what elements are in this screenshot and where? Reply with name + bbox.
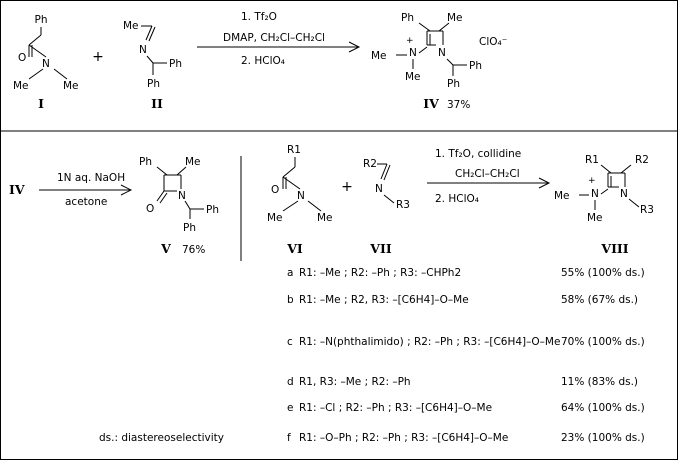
compound-viii-n: N: [620, 188, 628, 200]
compound-v-o: O: [146, 203, 154, 215]
reaction3-step-1: 1. Tf₂O, collidine: [435, 148, 521, 160]
compound-ii-n: N: [139, 44, 147, 56]
entry-letter: d: [287, 376, 294, 388]
compound-vii-r3: R3: [396, 199, 410, 211]
compound-vii: R2 N R3 VII: [363, 158, 410, 256]
entry-desc: R1: –Me ; R2, R3: –[C6H4]–O–Me: [299, 294, 469, 306]
compound-iv-me: Me: [447, 12, 463, 24]
entry-letter: c: [287, 336, 293, 348]
compound-viii: R1 R2 N + N Me Me R3 VIII: [554, 154, 654, 256]
entry-yield: 64% (100% ds.): [561, 402, 645, 414]
compound-vi: R1 O N Me Me VI: [267, 144, 333, 256]
entry-desc: R1, R3: –Me ; R2: –Ph: [299, 376, 411, 388]
compound-ii-me: Me: [123, 20, 139, 32]
entry-c: c R1: –N(phthalimido) ; R2: –Ph ; R3: –[…: [287, 336, 645, 348]
compound-viii-me-left: Me: [554, 190, 570, 202]
entry-b: b R1: –Me ; R2, R3: –[C6H4]–O–Me 58% (67…: [287, 294, 638, 306]
entry-letter: e: [287, 402, 293, 414]
compound-label-vii: VII: [369, 241, 392, 256]
compound-vi-o: O: [271, 184, 279, 196]
compound-viii-r3: R3: [640, 204, 654, 216]
entry-desc: R1: –N(phthalimido) ; R2: –Ph ; R3: –[C6…: [299, 336, 560, 348]
compound-iv-ph-down: Ph: [447, 78, 460, 90]
compound-label-vi: VI: [286, 241, 303, 256]
entry-letter: f: [287, 432, 291, 444]
entry-yield: 23% (100% ds.): [561, 432, 645, 444]
reaction-arrow-1: 1. Tf₂O DMAP, CH₂Cl–CH₂Cl 2. HClO₄: [197, 11, 361, 67]
compound-ii: Me N Ph Ph II: [123, 20, 182, 111]
entry-letter: b: [287, 294, 294, 306]
compound-ii-ph-down: Ph: [147, 78, 160, 90]
entry-desc: R1: –O–Ph ; R2: –Ph ; R3: –[C6H4]–O–Me: [299, 432, 508, 444]
compound-vi-n: N: [297, 190, 305, 202]
compound-viii-r1: R1: [585, 154, 599, 166]
compound-label-ii: II: [151, 96, 163, 111]
compound-i-me-left: Me: [13, 80, 29, 92]
compound-vi-r1: R1: [287, 144, 301, 156]
compound-viii-plus: +: [588, 176, 596, 186]
compound-v-ph-right: Ph: [206, 204, 219, 216]
entry-f: f R1: –O–Ph ; R2: –Ph ; R3: –[C6H4]–O–Me…: [287, 432, 645, 444]
reaction2-step-1: 1N aq. NaOH: [57, 172, 125, 184]
compound-label-v: V: [160, 241, 171, 256]
reaction-arrow-3: 1. Tf₂O, collidine CH₂Cl–CH₂Cl 2. HClO₄: [427, 148, 551, 205]
compound-iv-me-left: Me: [371, 50, 387, 62]
compound-i: Ph O N Me Me I: [13, 14, 79, 111]
entry-yield: 70% (100% ds.): [561, 336, 645, 348]
entry-desc: R1: –Me ; R2: –Ph ; R3: –CHPh2: [299, 267, 461, 279]
footnote: ds.: diastereoselectivity: [99, 432, 224, 444]
compound-i-ph: Ph: [35, 14, 48, 26]
compound-label-iv: IV: [423, 96, 439, 111]
compound-i-me-right: Me: [63, 80, 79, 92]
compound-v-n: N: [178, 190, 186, 202]
compound-iv-me-down: Me: [405, 71, 421, 83]
compound-i-o: O: [18, 52, 26, 64]
compound-iv: Ph Me N + N Me Me Ph Ph ClO₄⁻ IV 37%: [371, 12, 507, 111]
compound-vi-me-right: Me: [317, 212, 333, 224]
compound-iv-counterion: ClO₄⁻: [479, 36, 507, 48]
compound-viii-me-down: Me: [587, 212, 603, 224]
entry-yield: 58% (67% ds.): [561, 294, 638, 306]
reaction2-start: IV: [9, 182, 25, 197]
compound-label-viii: VIII: [600, 241, 628, 256]
compound-iv-yield: 37%: [447, 99, 470, 111]
compound-iv-n-plus: N: [409, 47, 417, 59]
compound-iv-plus: +: [406, 36, 414, 46]
plus-sign-2: +: [341, 179, 353, 195]
compound-label-i: I: [38, 96, 44, 111]
compound-iv-ph: Ph: [401, 12, 414, 24]
compound-iv-n: N: [438, 47, 446, 59]
reaction1-step-3: 2. HClO₄: [241, 55, 285, 67]
compound-v-yield: 76%: [182, 244, 205, 256]
plus-sign: +: [92, 49, 104, 65]
reaction1-step-2: DMAP, CH₂Cl–CH₂Cl: [223, 32, 325, 44]
entry-desc: R1: –Cl ; R2: –Ph ; R3: –[C6H4]–O–Me: [299, 402, 492, 414]
compound-vii-n: N: [375, 183, 383, 195]
entry-yield: 11% (83% ds.): [561, 376, 638, 388]
compound-v-me: Me: [185, 156, 201, 168]
compound-vii-r2: R2: [363, 158, 377, 170]
reaction1-step-1: 1. Tf₂O: [241, 11, 277, 23]
compound-v-ph: Ph: [139, 156, 152, 168]
compound-iv-ph-right: Ph: [469, 60, 482, 72]
reaction3-step-2: CH₂Cl–CH₂Cl: [455, 168, 520, 180]
reaction3-step-3: 2. HClO₄: [435, 193, 479, 205]
entry-letter: a: [287, 267, 293, 279]
entry-yield: 55% (100% ds.): [561, 267, 645, 279]
reaction-2: IV 1N aq. NaOH acetone Ph Me O N Ph Ph V…: [9, 156, 219, 256]
compound-ii-ph-right: Ph: [169, 58, 182, 70]
entry-e: e R1: –Cl ; R2: –Ph ; R3: –[C6H4]–O–Me 6…: [287, 402, 645, 414]
compound-viii-r2: R2: [635, 154, 649, 166]
entry-a: a R1: –Me ; R2: –Ph ; R3: –CHPh2 55% (10…: [287, 267, 645, 279]
compound-v-ph-down: Ph: [183, 222, 196, 234]
entry-d: d R1, R3: –Me ; R2: –Ph 11% (83% ds.): [287, 376, 638, 388]
compound-i-n: N: [42, 58, 50, 70]
compound-viii-n-plus: N: [591, 188, 599, 200]
entries-table: a R1: –Me ; R2: –Ph ; R3: –CHPh2 55% (10…: [287, 267, 645, 444]
reaction2-step-2: acetone: [65, 196, 107, 208]
compound-vi-me-left: Me: [267, 212, 283, 224]
